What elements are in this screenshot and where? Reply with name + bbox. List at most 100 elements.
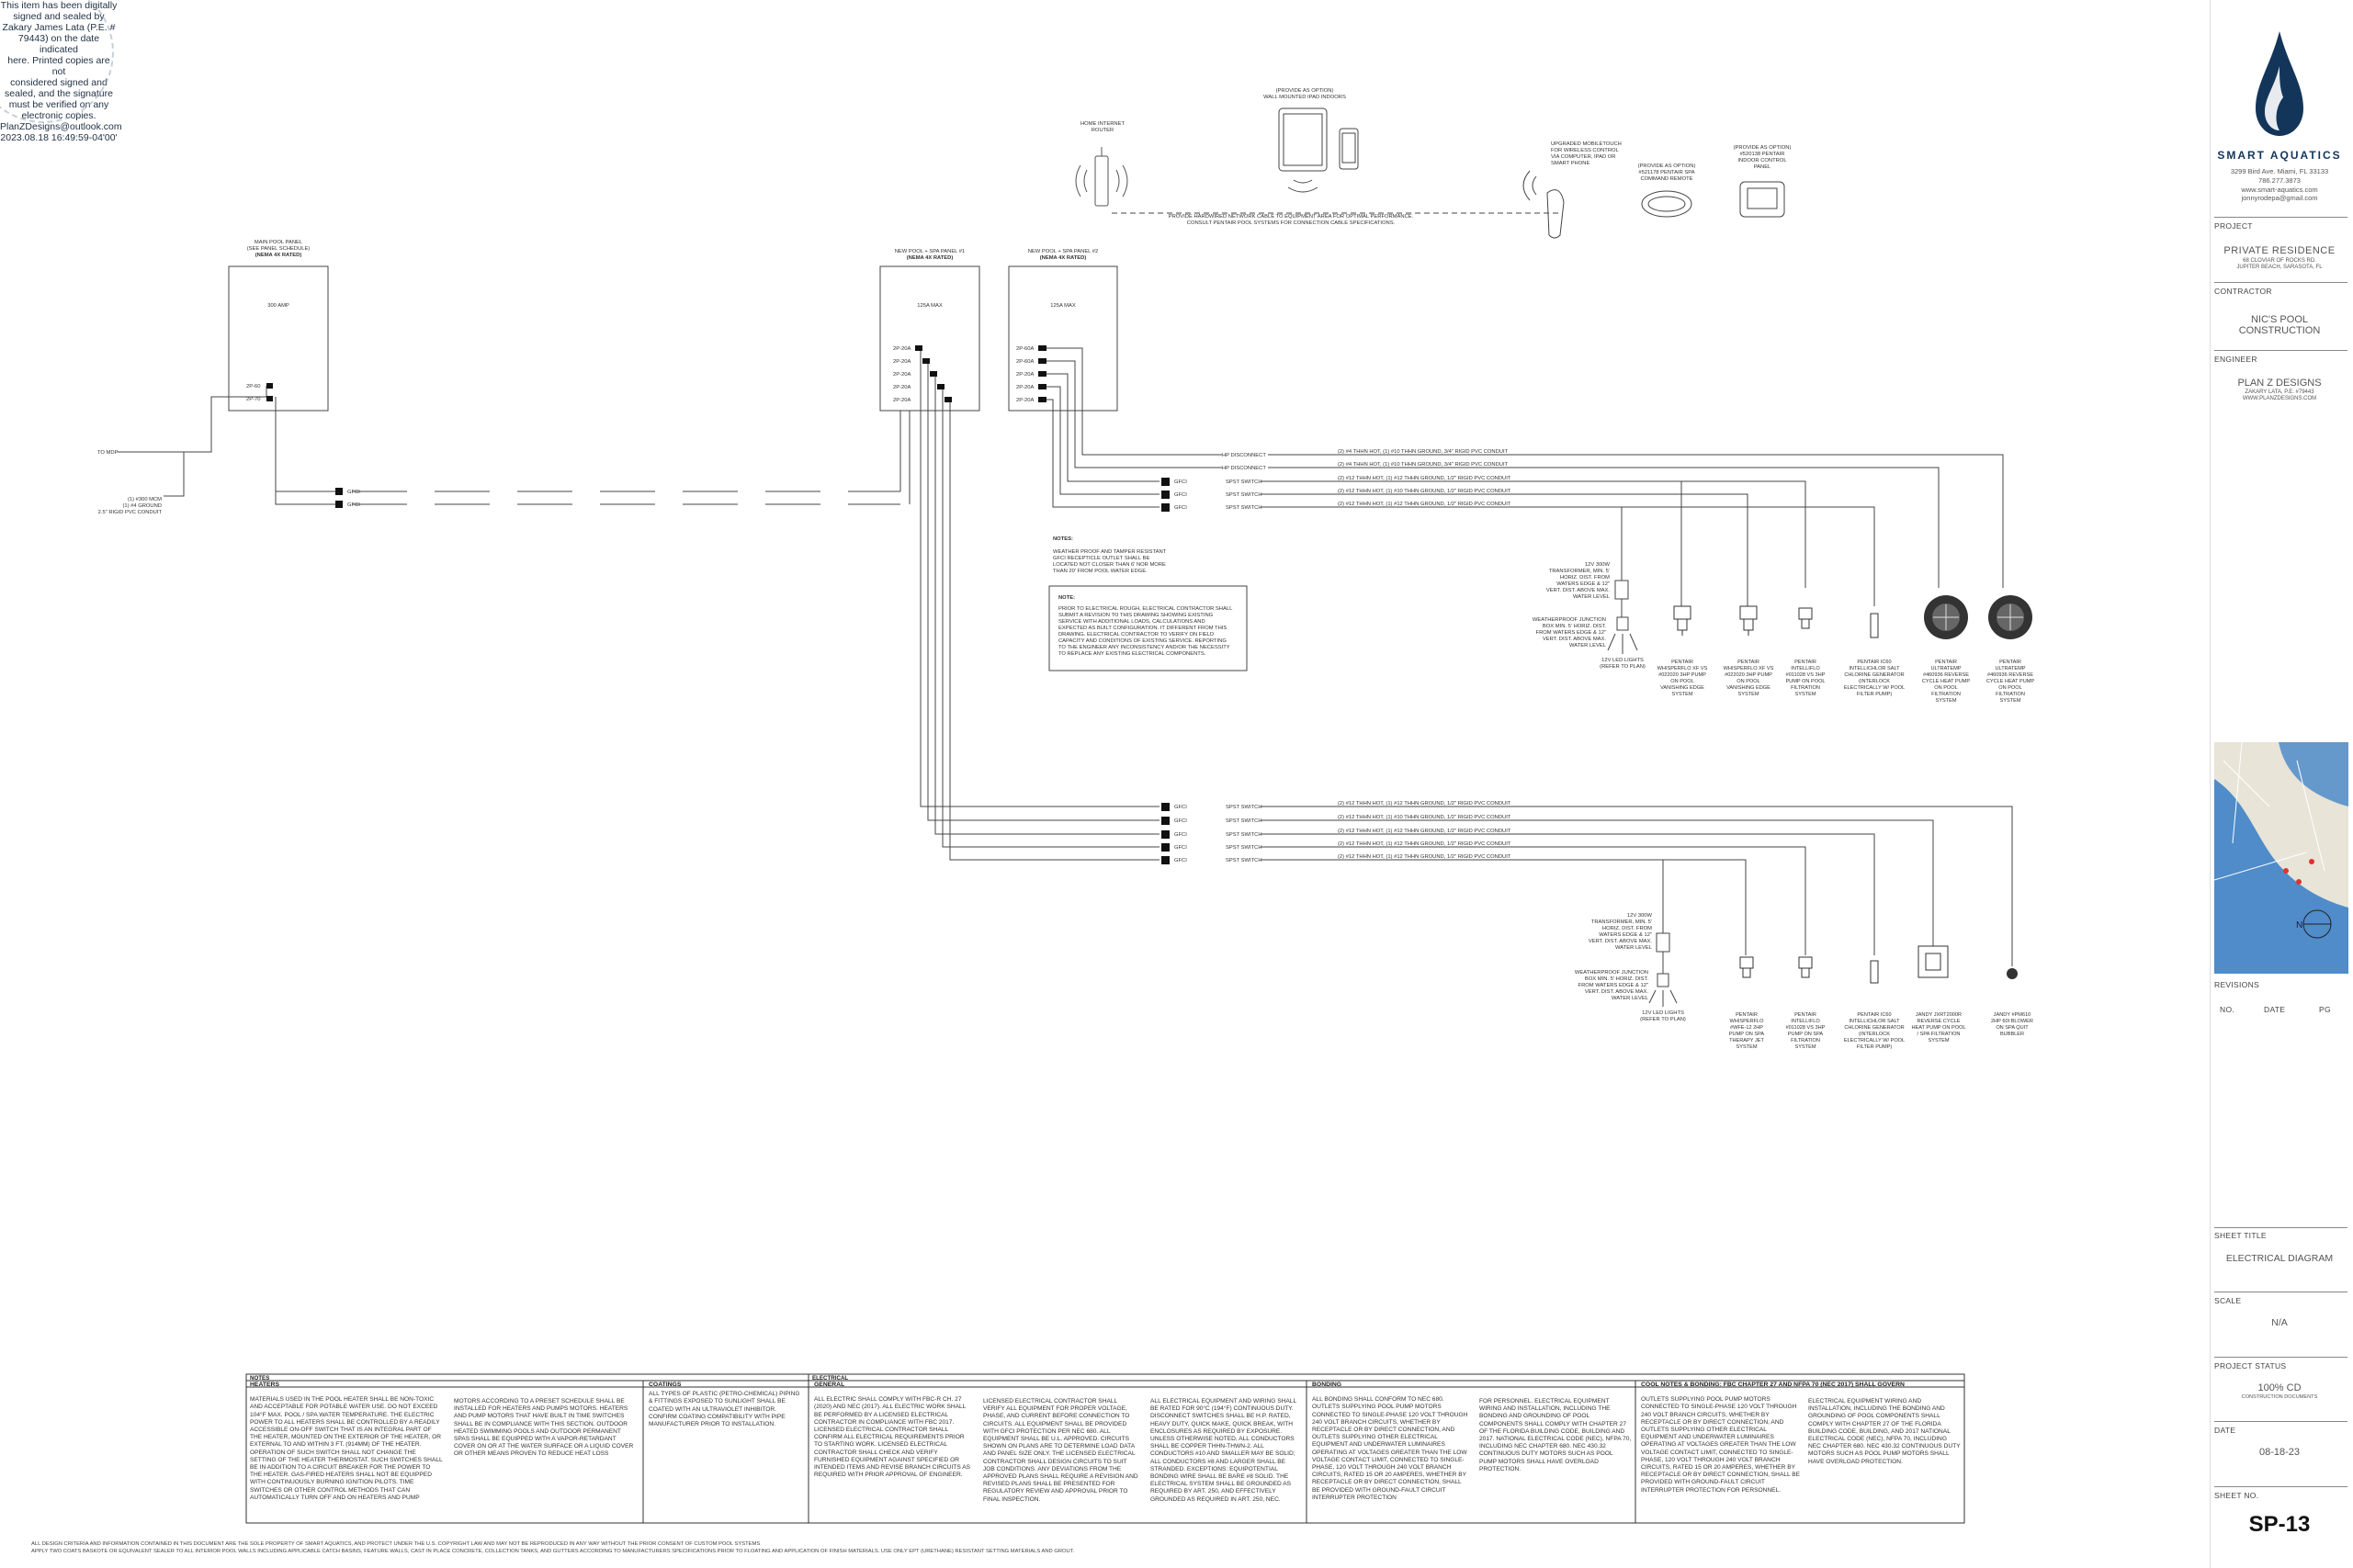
equipment-label-line: PENTAIR (1736, 1012, 1758, 1018)
status-label: PROJECT STATUS (2214, 1361, 2287, 1371)
equipment-label-line: #460936 REVERSE (1923, 672, 1969, 678)
panel2-lead-3 (1046, 373, 1160, 482)
equipment-label: JANDY JXRT2000R REVERSE CYCLE HEAT PUMP … (1911, 1012, 1965, 1043)
lower-run-2 (1261, 819, 1934, 946)
pump-icon (1739, 605, 1758, 636)
equipment-label-line: FILTRATION (1996, 692, 2025, 697)
equipment-label-line: SYSTEM (1737, 692, 1759, 697)
equipment-label-line: REVERSE CYCLE (1917, 1019, 1961, 1024)
equipment-label: PENTAIR IC60 INTELLICHLOR SALT CHLORINE … (1844, 1012, 1905, 1050)
gfci-box (335, 488, 343, 495)
panel-1-feed (899, 411, 911, 504)
main-panel-amps: 300 AMP (267, 303, 289, 309)
main-panel-label: (NEMA 4X RATED) (255, 253, 302, 258)
network-note: PROVIDE HARDWIRED NETWORK CABLE TO EQUIP… (1169, 214, 1414, 220)
equipment-label-line: SYSTEM (1794, 1044, 1816, 1050)
to-mdp-label: TO MDP (97, 450, 119, 456)
scale-value: N/A (2271, 1317, 2288, 1328)
circuit-wire-label: (2) #12 THHN HOT, (1) #10 THHN GROUND, 1… (1338, 815, 1511, 820)
junction-label: FROM WATERS EDGE & 12" (1536, 630, 1606, 636)
equipment-label-line: 2HP 60I BLOWER (1991, 1019, 2033, 1024)
upper-run-1 (1268, 454, 2004, 588)
note-box-line: TO THE ENGINEER ANY INCONSISTENCY AND/OR… (1058, 645, 1230, 650)
equipment-label-line: CYCLE HEAT PUMP (1922, 679, 1971, 684)
equipment-label-line: PENTAIR IC60 (1857, 660, 1891, 665)
pump-icon (1739, 956, 1754, 978)
circuit-device-label: SPST SWITCH (1226, 492, 1262, 498)
main-panel-label: (SEE PANEL SCHEDULE) (247, 246, 311, 252)
indoor-control-panel-icon (1739, 181, 1785, 218)
notes-col-general-2: LICENSED ELECTRICAL CONTRACTOR SHALL VER… (983, 1398, 1139, 1521)
notes-col-body: ALL BONDING SHALL CONFORM TO NEC 680. OU… (1312, 1396, 1468, 1501)
lower-run-5 (1261, 859, 1747, 955)
company-address: 3299 Bird Ave. Miami, FL 33133 (2230, 167, 2329, 175)
panel2-lead-4 (1046, 386, 1160, 495)
equipment-label-line: PENTAIR (1935, 660, 1957, 665)
equipment-label: PENTAIR IC60 INTELLICHLOR SALT CHLORINE … (1844, 660, 1905, 697)
mdp-feeder-line (118, 396, 266, 497)
equipment-label-line: ULTRATEMP (1930, 666, 1961, 671)
jandy-heat-pump-icon (1917, 945, 1949, 978)
panel2-breaker-label: 2P-20A (1016, 398, 1034, 403)
main-pool-panel (228, 265, 329, 412)
water-drop-logo-icon (2256, 31, 2303, 136)
transformer-label: HORIZ. DIST. FROM (1560, 575, 1610, 581)
electrical-diagram: HOME INTERNET ROUTER (PROVIDE AS OPTION)… (31, 88, 2035, 1554)
engineer-name: PLAN Z DESIGNS (2237, 378, 2322, 389)
notes-title: NOTES: (1053, 536, 1073, 542)
circuit-device-label: SPST SWITCH (1226, 858, 1262, 863)
notes-col-body: LICENSED ELECTRICAL CONTRACTOR SHALL VER… (983, 1398, 1138, 1503)
equipment-label-line: PENTAIR IC60 (1857, 1012, 1891, 1018)
note-box-line: CAPACITY AND CONDITIONS OF EXISTING SERV… (1058, 638, 1227, 644)
upper-equipment-labels: PENTAIR WHISPERFLO XF VS #022020 3HP PUM… (1657, 660, 2035, 704)
electrical-header: ELECTRICAL (812, 1375, 848, 1382)
notes-col-bonding-2: FOR PERSONNEL. ELECTRICAL EQUIPMENT WIRI… (1479, 1398, 1632, 1521)
junction-label: WATER LEVEL (1569, 643, 1607, 649)
panel2-breaker-label: 2P-20A (1016, 372, 1034, 378)
spa-command-remote-icon (1641, 190, 1692, 218)
equipment-label-line: CYCLE HEAT PUMP (1986, 679, 2035, 684)
note-box-line: SUBMIT A REVISION TO THIS DRAWING SHOWIN… (1058, 613, 1214, 618)
pool-spa-panel-2 (1008, 265, 1118, 412)
salt-chlorinator-icon (1870, 960, 1879, 984)
pump-icon (1798, 956, 1813, 978)
equipment-label-line: CHLORINE GENERATOR (1844, 1025, 1904, 1031)
panel2-label: NEW POOL + SPA PANEL #2 (1028, 249, 1099, 254)
contractor-name: NIC'S POOL (2250, 314, 2308, 325)
tablet-label: WALL MOUNTED IPAD INDOORS (1263, 95, 1346, 100)
equipment-label-line: VANISHING EDGE (1726, 685, 1770, 691)
mobiletouch-label: FOR WIRELESS CONTROL (1551, 148, 1620, 153)
main-breaker-2 (266, 396, 273, 401)
junction-label: WATER LEVEL (1612, 996, 1649, 1001)
equipment-label-line: #460936 REVERSE (1987, 672, 2033, 678)
equipment-label-line: #011028 VS 3HP (1786, 672, 1826, 678)
notes-col-bonding: BONDING ALL BONDING SHALL CONFORM TO NEC… (1312, 1382, 1468, 1521)
notes-col-coatings: COATINGS ALL TYPES OF PLASTIC (PETRO-CHE… (649, 1382, 805, 1521)
router-label: ROUTER (1092, 128, 1114, 133)
panel2-breaker (1038, 345, 1046, 351)
map-marker (2309, 859, 2314, 864)
junction-box-icon (1616, 616, 1629, 631)
upper-run-2 (1268, 467, 1940, 588)
note-box-line: PRIOR TO ELECTRICAL ROUGH, ELECTRICAL CO… (1058, 606, 1233, 612)
main-breaker-1 (266, 383, 273, 389)
transformer-label: TRANSFORMER, MIN. 5' (1549, 569, 1610, 574)
upper-run-5 (1261, 506, 1875, 606)
transformer-label: TRANSFORMER, MIN. 5' (1591, 919, 1652, 925)
circuit-wire-label: (2) #4 THHN HOT, (1) #10 THHN GROUND, 3/… (1338, 462, 1509, 468)
feeder-label: (1) #300 MCM (128, 497, 162, 502)
title-block: SMART AQUATICS 3299 Bird Ave. Miami, FL … (2210, 0, 2353, 1568)
spa-remote-label: COMMAND REMOTE (1640, 176, 1692, 182)
notes-col-title: HEATERS (250, 1382, 279, 1388)
led-light-icon (1607, 633, 1638, 654)
junction-label: FROM WATERS EDGE & 12" (1578, 983, 1648, 988)
panel1-lead-3 (934, 374, 1160, 835)
equipment-label-line: ON POOL (1736, 679, 1760, 684)
map-water (2279, 742, 2348, 807)
mobiletouch-label: UPGRADED MOBILETOUCH (1551, 141, 1622, 147)
circuit-wire-label: (2) #12 THHN HOT, (1) #12 THHN GROUND, 1… (1338, 841, 1511, 847)
date-label: DATE (2214, 1426, 2236, 1435)
equipment-label-line: JANDY #PM610 (1994, 1012, 2031, 1018)
equipment-label-line: ELECTRICALLY W/ POOL (1844, 685, 1905, 691)
circuit-wire-label: (2) #12 THHN HOT, (1) #12 THHN GROUND, 1… (1338, 502, 1511, 507)
